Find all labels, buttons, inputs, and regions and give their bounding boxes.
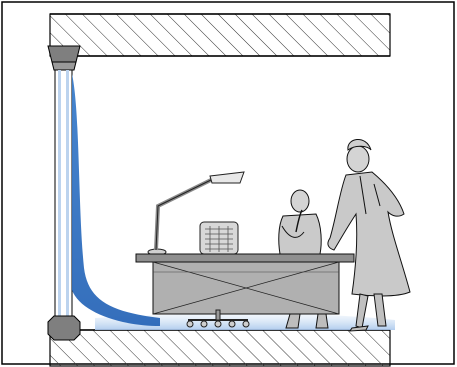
cold-downdraft-airflow	[72, 74, 160, 326]
standing-person	[328, 139, 410, 331]
desk-document-stand	[200, 222, 238, 254]
floor-slab	[50, 330, 390, 366]
office-desk	[136, 254, 354, 314]
ceiling-slab	[50, 14, 390, 56]
